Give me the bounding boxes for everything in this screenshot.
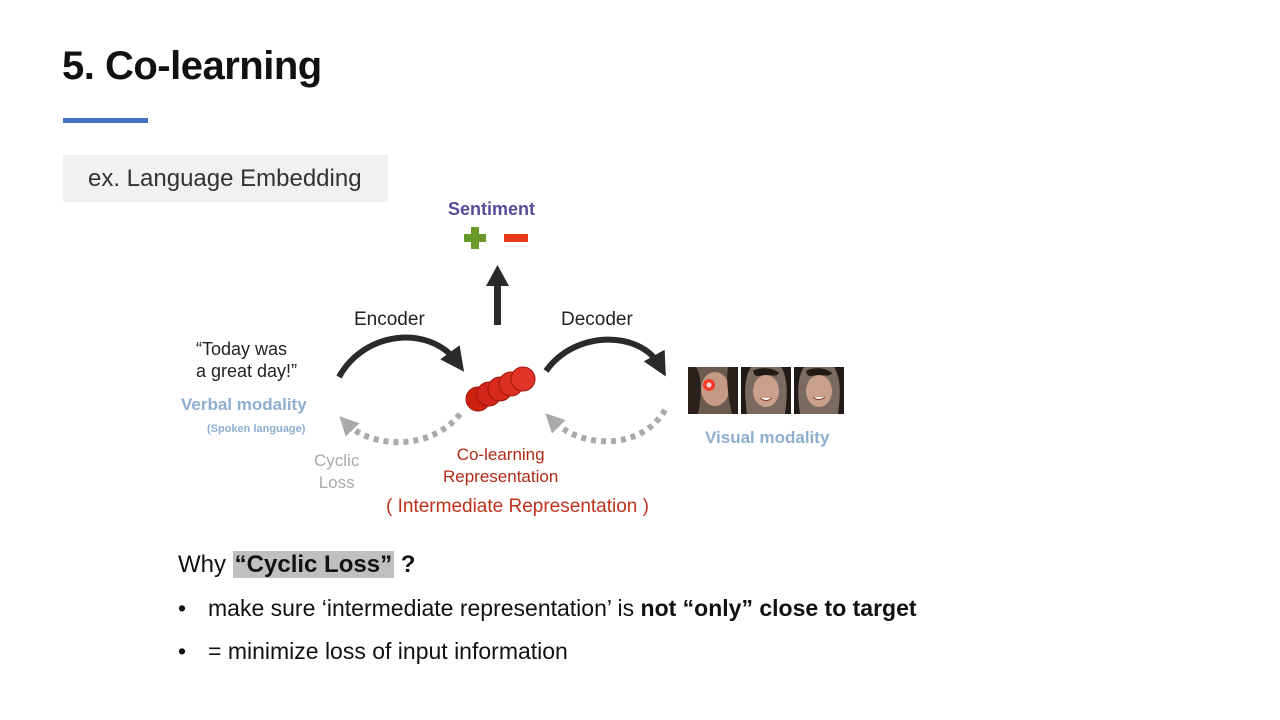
cyclic-line-2: Loss bbox=[318, 473, 355, 492]
cyclic-arrow-left bbox=[339, 412, 463, 446]
cyclic-loss-label: Cyclic Loss bbox=[314, 450, 359, 494]
bullet-marker: • bbox=[178, 595, 187, 621]
video-frame-1 bbox=[688, 367, 738, 414]
spoken-language-label: (Spoken language) bbox=[207, 423, 306, 435]
video-frame-3 bbox=[794, 367, 844, 414]
video-frame-2 bbox=[741, 367, 791, 414]
colearning-representation-label: Co-learning Representation bbox=[443, 444, 558, 488]
bullet-text-bold: not “only” close to target bbox=[640, 595, 917, 621]
colearning-line-1: Co-learning bbox=[456, 445, 545, 464]
encoder-arrow bbox=[336, 334, 465, 379]
quote-line-2: a great day!” bbox=[196, 361, 298, 381]
bullet-text: = minimize loss of input information bbox=[208, 638, 568, 664]
why-question: Why “Cyclic Loss” ? bbox=[178, 551, 415, 579]
plus-icon bbox=[464, 227, 486, 249]
cyclic-loss-highlight: “Cyclic Loss” bbox=[232, 551, 395, 578]
cyclic-line-1: Cyclic bbox=[314, 451, 360, 470]
sentiment-label: Sentiment bbox=[448, 199, 536, 219]
intermediate-representation-label: ( Intermediate Representation ) bbox=[386, 496, 649, 517]
bullet-item: • make sure ‘intermediate representation’… bbox=[178, 595, 917, 622]
encoder-label: Encoder bbox=[354, 309, 425, 330]
why-prefix: Why bbox=[178, 551, 233, 578]
verbal-modality-label: Verbal modality bbox=[181, 395, 307, 414]
bullet-marker: • bbox=[178, 638, 187, 664]
why-suffix: ? bbox=[394, 551, 416, 578]
cyclic-arrow-right bbox=[545, 408, 668, 445]
minus-icon bbox=[504, 234, 528, 242]
example-label: ex. Language Embedding bbox=[88, 165, 362, 192]
slide-title: 5. Co-learning bbox=[62, 44, 322, 88]
decoder-label: Decoder bbox=[561, 309, 633, 330]
representation-beads-icon bbox=[465, 366, 536, 412]
decoder-arrow bbox=[543, 336, 666, 377]
input-quote: “Today was a great day!” bbox=[196, 338, 297, 382]
up-arrow-icon bbox=[486, 265, 509, 325]
bullet-text: make sure ‘intermediate representation’ … bbox=[208, 595, 641, 621]
example-box: ex. Language Embedding bbox=[63, 155, 388, 202]
bullet-item: • = minimize loss of input information bbox=[178, 638, 568, 665]
colearning-line-2: Representation bbox=[443, 467, 559, 486]
visual-modality-label: Visual modality bbox=[705, 428, 830, 447]
quote-line-1: “Today was bbox=[196, 339, 288, 359]
title-underline bbox=[63, 118, 148, 123]
